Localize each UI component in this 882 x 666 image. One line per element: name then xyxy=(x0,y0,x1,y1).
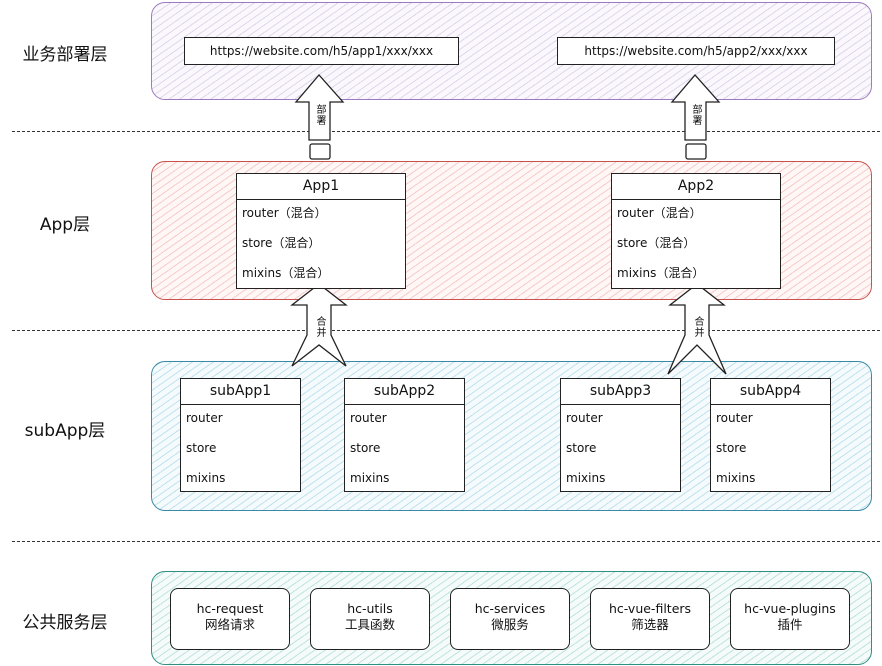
layer-divider xyxy=(12,541,880,542)
subapp-card-row: store xyxy=(350,441,381,455)
app-card-row: router（混合） xyxy=(242,206,327,220)
deploy-arrow-label-left: 部署 xyxy=(314,104,325,126)
service-desc: 网络请求 xyxy=(204,617,255,632)
layer-divider xyxy=(12,330,880,331)
app-card-title: App2 xyxy=(612,174,780,200)
combine-arrow-right xyxy=(667,283,727,375)
layer-label-subapp: subApp层 xyxy=(24,421,106,441)
subapp-card-row: mixins xyxy=(716,471,756,485)
subapp-card-title: subApp4 xyxy=(711,379,830,405)
app-card-row: store（混合） xyxy=(617,236,696,250)
subapp-card-title: subApp3 xyxy=(561,379,680,405)
service-name: hc-vue-filters xyxy=(608,601,692,616)
service-desc: 筛选器 xyxy=(631,617,669,632)
combine-arrow-label-right: 合并 xyxy=(692,316,703,338)
url-box-app1: https://website.com/h5/app1/xxx/xxx xyxy=(184,37,459,65)
subapp-card: subApp2 router store mixins xyxy=(344,378,465,492)
subapp-card-row: store xyxy=(186,441,217,455)
subapp-card: subApp3 router store mixins xyxy=(560,378,681,492)
subapp-card-row: store xyxy=(716,441,747,455)
service-name: hc-utils xyxy=(347,601,393,616)
service-name: hc-services xyxy=(474,601,546,616)
subapp-card-row: router xyxy=(566,411,603,425)
app-card-row: router（混合） xyxy=(617,206,702,220)
subapp-card: subApp1 router store mixins xyxy=(180,378,301,492)
subapp-card-title: subApp2 xyxy=(345,379,464,405)
subapp-card-row: mixins xyxy=(186,471,226,485)
app-card: App1 router（混合） store（混合） mixins（混合） xyxy=(236,173,406,289)
service-box: hc-vue-plugins 插件 xyxy=(730,588,850,650)
layer-label-app: App层 xyxy=(39,215,91,235)
subapp-card-row: mixins xyxy=(566,471,606,485)
deploy-arrow-right xyxy=(670,74,721,160)
service-box: hc-services 微服务 xyxy=(450,588,570,650)
subapp-card-row: router xyxy=(716,411,753,425)
service-box: hc-vue-filters 筛选器 xyxy=(590,588,710,650)
service-desc: 工具函数 xyxy=(344,617,395,632)
layer-divider xyxy=(12,131,880,132)
app-card-row: mixins（混合） xyxy=(242,266,330,280)
service-box: hc-request 网络请求 xyxy=(170,588,290,650)
deploy-arrow-left xyxy=(294,74,345,160)
service-box: hc-utils 工具函数 xyxy=(310,588,430,650)
service-name: hc-vue-plugins xyxy=(744,601,836,616)
layer-label-deploy: 业务部署层 xyxy=(22,45,108,65)
app-card: App2 router（混合） store（混合） mixins（混合） xyxy=(611,173,781,289)
service-name: hc-request xyxy=(196,601,264,616)
subapp-card: subApp4 router store mixins xyxy=(710,378,831,492)
layer-label-common: 公共服务层 xyxy=(22,613,108,633)
subapp-card-title: subApp1 xyxy=(181,379,300,405)
subapp-card-row: router xyxy=(350,411,387,425)
app-card-row: store（混合） xyxy=(242,236,321,250)
combine-arrow-left xyxy=(290,283,348,367)
service-desc: 微服务 xyxy=(491,617,529,632)
subapp-card-row: store xyxy=(566,441,597,455)
subapp-card-row: mixins xyxy=(350,471,390,485)
url-box-app2: https://website.com/h5/app2/xxx/xxx xyxy=(557,37,835,65)
app-card-title: App1 xyxy=(237,174,405,200)
combine-arrow-label-left: 合并 xyxy=(314,316,325,338)
service-desc: 插件 xyxy=(777,617,803,632)
subapp-card-row: router xyxy=(186,411,223,425)
app-card-row: mixins（混合） xyxy=(617,266,705,280)
deploy-arrow-label-right: 部署 xyxy=(690,104,701,126)
